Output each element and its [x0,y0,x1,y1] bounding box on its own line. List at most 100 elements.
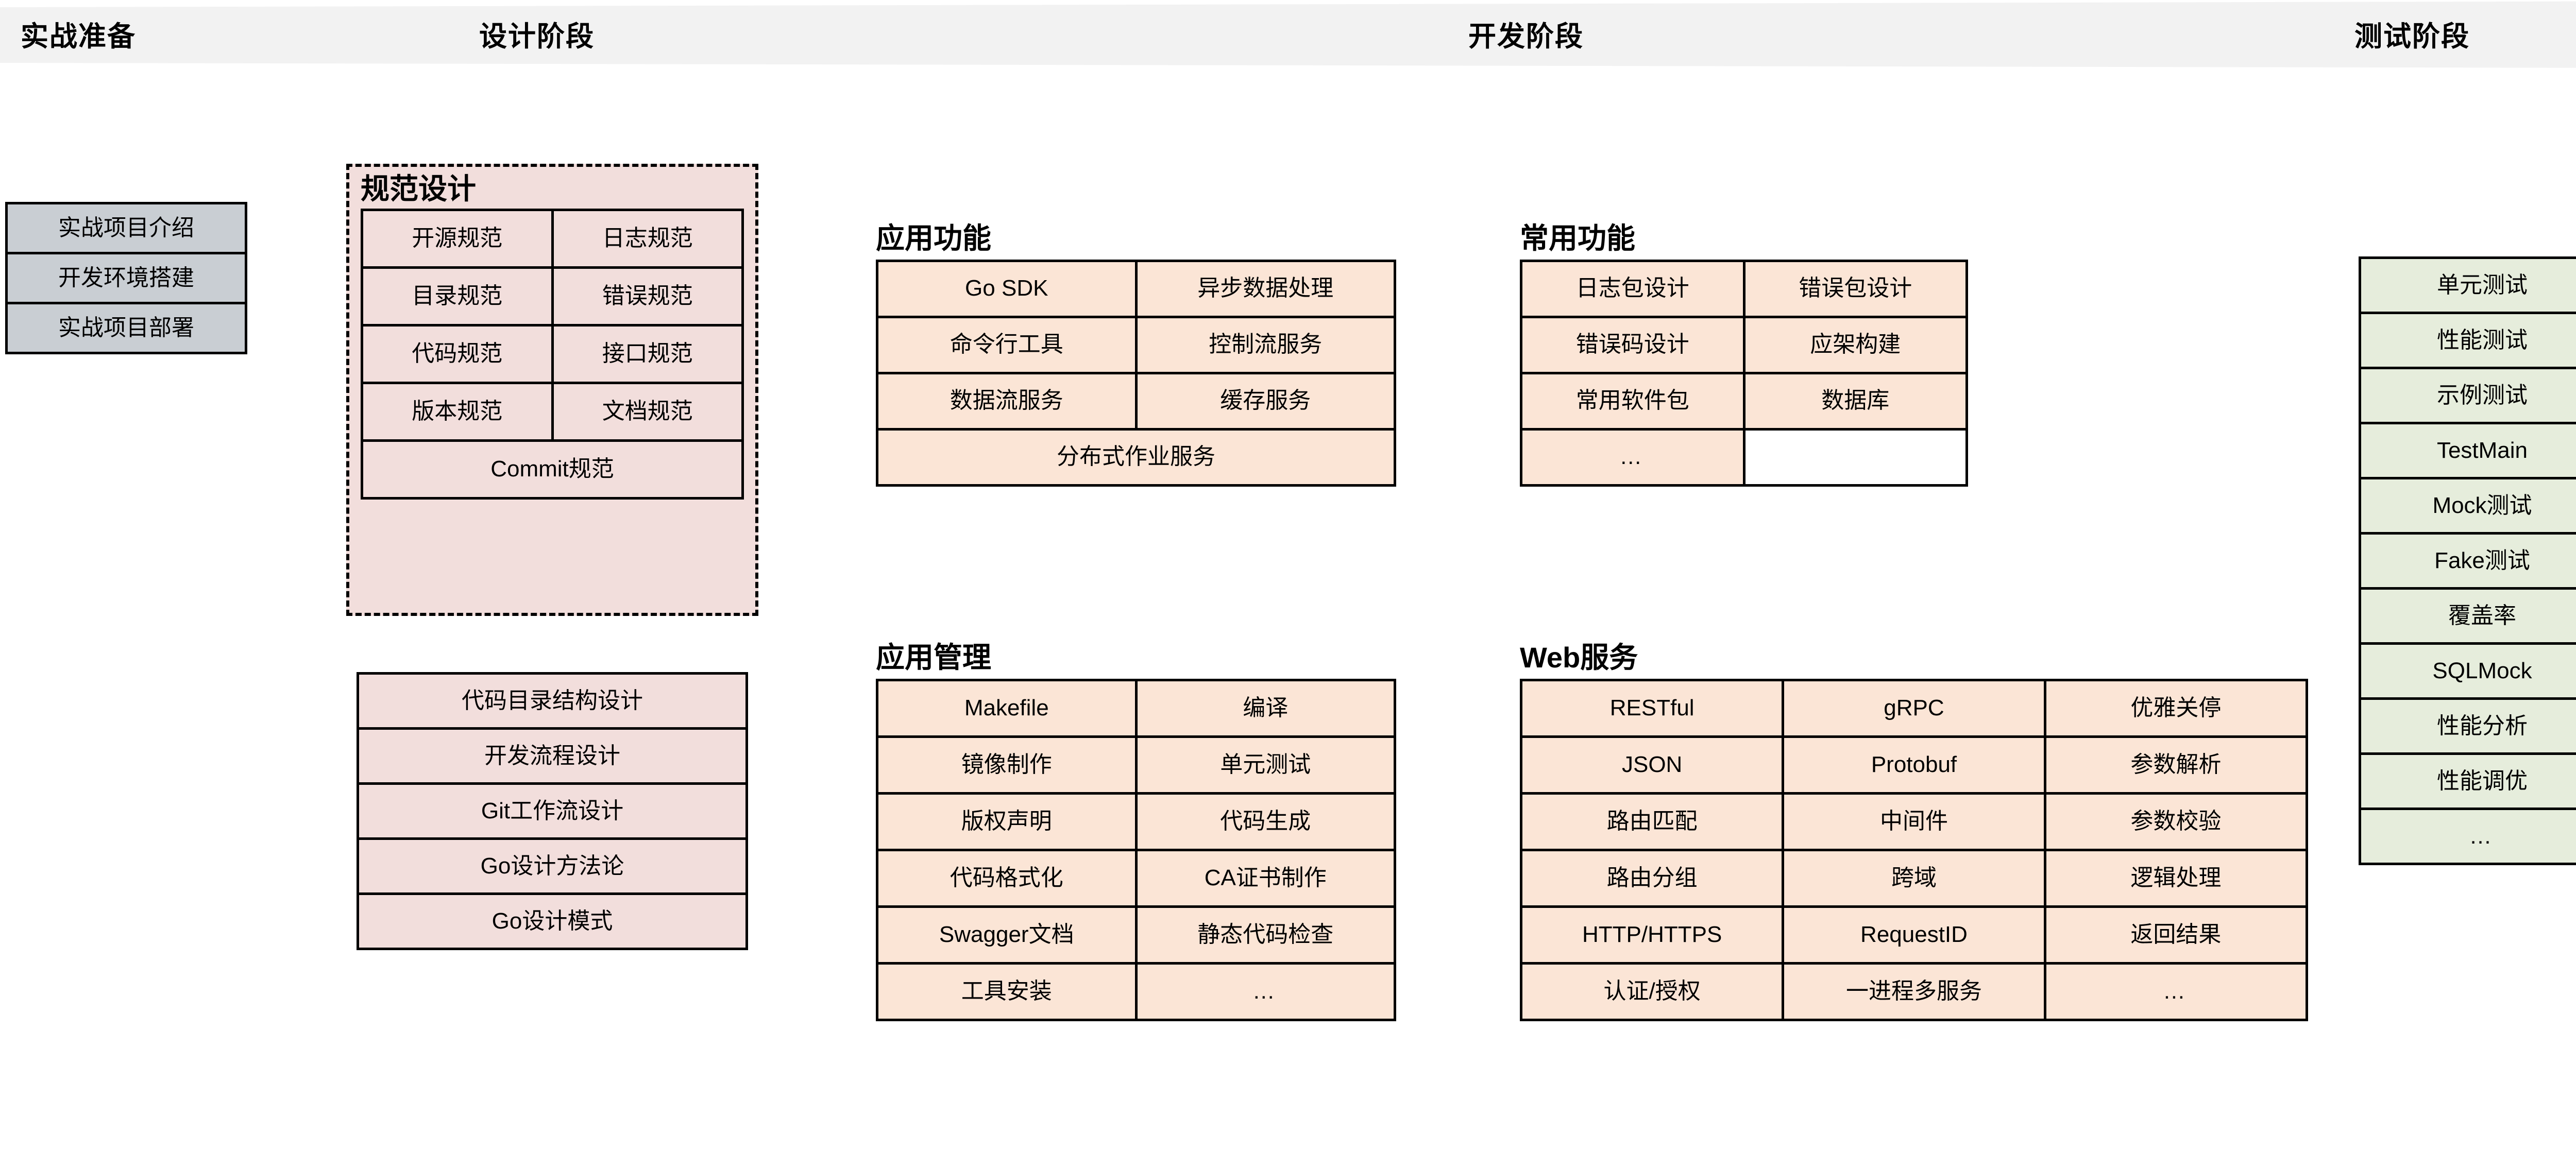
spec-design-grid: 开源规范 日志规范 目录规范 错误规范 代码规范 接口规范 版本规范 文档规范 … [361,208,744,500]
list-item[interactable]: 接口规范 [553,326,741,382]
spec-design-title: 规范设计 [361,173,476,205]
list-item[interactable]: 错误包设计 [1745,262,1965,316]
list-item[interactable]: Swagger文档 [878,907,1135,962]
app-function-group: 应用功能 Go SDK 异步数据处理 命令行工具 控制流服务 数据流服务 缓存服… [876,222,1396,487]
list-item[interactable]: 覆盖率 [2361,590,2576,642]
list-item[interactable]: 数据库 [1745,374,1965,428]
list-item[interactable]: 日志包设计 [1522,262,1743,316]
list-item[interactable]: 分布式作业服务 [878,430,1394,484]
list-item[interactable]: 目录规范 [363,268,551,324]
list-item[interactable]: 参数校验 [2046,794,2306,849]
common-function-title: 常用功能 [1520,222,1635,254]
list-item[interactable]: gRPC [1784,681,2044,735]
list-item[interactable]: 认证/授权 [1522,964,1782,1019]
testing-grid: 单元测试 性能测试 示例测试 TestMain Mock测试 Fake测试 覆盖… [2359,256,2576,865]
list-item[interactable]: TestMain [2361,424,2576,477]
list-item[interactable]: 开发流程设计 [359,730,745,782]
spec-design-group: 规范设计 开源规范 日志规范 目录规范 错误规范 代码规范 接口规范 版本规范 … [346,164,758,616]
list-item-ellipsis[interactable]: … [1522,430,1743,484]
prep-grid: 实战项目介绍 开发环境搭建 实战项目部署 [5,202,247,354]
list-item[interactable]: Go SDK [878,262,1135,316]
list-item[interactable]: 实战项目部署 [8,304,245,352]
list-item[interactable]: CA证书制作 [1137,851,1394,905]
web-service-grid: RESTful gRPC 优雅关停 JSON Protobuf 参数解析 路由匹… [1520,678,2308,1021]
list-item[interactable]: 数据流服务 [878,374,1135,428]
list-item[interactable]: 性能测试 [2361,314,2576,367]
list-item-ellipsis[interactable]: … [1137,964,1394,1019]
list-item[interactable]: 参数解析 [2046,737,2306,792]
list-item[interactable]: 静态代码检查 [1137,907,1394,962]
app-management-grid: Makefile 编译 镜像制作 单元测试 版权声明 代码生成 代码格式化 CA… [876,678,1396,1021]
web-service-title: Web服务 [1520,641,1638,674]
list-item[interactable]: 代码目录结构设计 [359,675,745,727]
list-item[interactable]: HTTP/HTTPS [1522,907,1782,962]
web-service-group: Web服务 RESTful gRPC 优雅关停 JSON Protobuf 参数… [1520,642,2308,1021]
list-item[interactable]: 一进程多服务 [1784,964,2044,1019]
list-item[interactable]: 版权声明 [878,794,1135,849]
list-item[interactable]: 版本规范 [363,384,551,439]
list-item[interactable]: 控制流服务 [1137,318,1394,372]
list-item[interactable]: SQLMock [2361,645,2576,697]
list-item[interactable]: 实战项目介绍 [8,204,245,252]
list-item[interactable]: Commit规范 [363,441,741,497]
list-item[interactable]: 开发环境搭建 [8,254,245,302]
list-item[interactable]: 镜像制作 [878,737,1135,792]
list-item[interactable]: 跨域 [1784,851,2044,905]
common-function-group: 常用功能 日志包设计 错误包设计 错误码设计 应架构建 常用软件包 数据库 … [1520,222,1968,487]
list-item[interactable]: 中间件 [1784,794,2044,849]
list-item[interactable]: 开源规范 [363,211,551,266]
list-item[interactable]: RequestID [1784,907,2044,962]
list-item[interactable]: 编译 [1137,681,1394,735]
list-item[interactable]: 单元测试 [2361,259,2576,312]
list-item[interactable]: RESTful [1522,681,1782,735]
list-item[interactable]: 缓存服务 [1137,374,1394,428]
app-management-title: 应用管理 [876,641,991,674]
list-item[interactable]: 路由匹配 [1522,794,1782,849]
app-function-grid: Go SDK 异步数据处理 命令行工具 控制流服务 数据流服务 缓存服务 分布式… [876,259,1396,487]
list-item[interactable]: 命令行工具 [878,318,1135,372]
list-item[interactable]: 错误码设计 [1522,318,1743,372]
phase-label-prep: 实战准备 [21,21,136,52]
list-item[interactable]: 应架构建 [1745,318,1965,372]
list-item[interactable]: 返回结果 [2046,907,2306,962]
list-item[interactable]: 代码生成 [1137,794,1394,849]
list-item[interactable]: Protobuf [1784,737,2044,792]
list-item[interactable]: 性能调优 [2361,755,2576,808]
list-item[interactable]: Fake测试 [2361,535,2576,587]
phase-label-test: 测试阶段 [2354,21,2470,52]
list-item-ellipsis[interactable]: … [2046,964,2306,1019]
app-management-group: 应用管理 Makefile 编译 镜像制作 单元测试 版权声明 代码生成 代码格… [876,642,1396,1021]
list-item[interactable]: JSON [1522,737,1782,792]
list-item[interactable]: Makefile [878,681,1135,735]
list-item[interactable]: 示例测试 [2361,369,2576,422]
list-item[interactable]: Go设计方法论 [359,840,745,892]
list-item[interactable]: 路由分组 [1522,851,1782,905]
list-item[interactable]: 文档规范 [553,384,741,439]
design-extra-column: 代码目录结构设计 开发流程设计 Git工作流设计 Go设计方法论 Go设计模式 [357,672,748,950]
list-item[interactable]: 异步数据处理 [1137,262,1394,316]
testing-column: 单元测试 性能测试 示例测试 TestMain Mock测试 Fake测试 覆盖… [2359,256,2576,865]
empty-cell [1745,430,1965,484]
list-item[interactable]: 代码规范 [363,326,551,382]
list-item-ellipsis[interactable]: … [2361,810,2576,863]
list-item[interactable]: 常用软件包 [1522,374,1743,428]
list-item[interactable]: 逻辑处理 [2046,851,2306,905]
design-extra-grid: 代码目录结构设计 开发流程设计 Git工作流设计 Go设计方法论 Go设计模式 [357,672,748,950]
list-item[interactable]: 日志规范 [553,211,741,266]
arrow-shape-icon [0,1,2576,68]
list-item[interactable]: 代码格式化 [878,851,1135,905]
list-item[interactable]: 优雅关停 [2046,681,2306,735]
list-item[interactable]: 性能分析 [2361,700,2576,752]
list-item[interactable]: Go设计模式 [359,895,745,948]
prep-column: 实战项目介绍 开发环境搭建 实战项目部署 [5,202,247,354]
phase-label-dev: 开发阶段 [1468,21,1584,52]
list-item[interactable]: 单元测试 [1137,737,1394,792]
list-item[interactable]: Mock测试 [2361,479,2576,532]
common-function-grid: 日志包设计 错误包设计 错误码设计 应架构建 常用软件包 数据库 … [1520,259,1968,487]
list-item[interactable]: Git工作流设计 [359,785,745,837]
phase-label-design: 设计阶段 [479,21,595,52]
list-item[interactable]: 工具安装 [878,964,1135,1019]
list-item[interactable]: 错误规范 [553,268,741,324]
app-function-title: 应用功能 [876,222,991,254]
phase-arrow-banner: 实战准备 设计阶段 开发阶段 测试阶段 部署阶段 Tips [0,0,2576,68]
